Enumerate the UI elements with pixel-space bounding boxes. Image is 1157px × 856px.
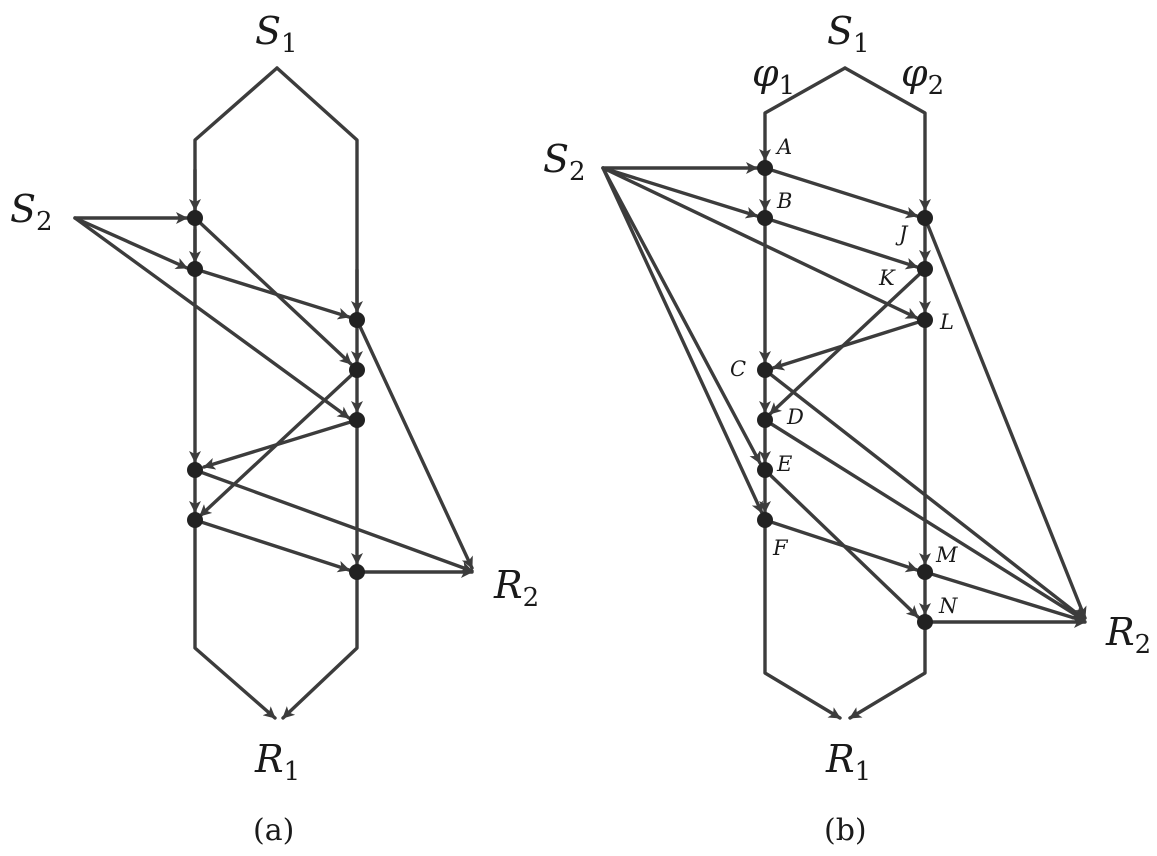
node-b-N	[917, 614, 933, 630]
node-b-C	[757, 362, 773, 378]
node-a-2	[187, 261, 203, 277]
edge-a-n7-n8	[193, 518, 351, 573]
label-b-E: E	[776, 452, 792, 476]
label-b-A: A	[775, 135, 792, 159]
node-b-M	[917, 564, 933, 580]
edge-b-L-C	[771, 318, 927, 371]
label-b-F: F	[772, 536, 789, 560]
edge-a-right-bottom	[281, 570, 359, 720]
node-a-1	[187, 210, 203, 226]
edge-a-left-bottom	[193, 520, 277, 720]
label-a-r2: R2	[493, 563, 539, 613]
edge-a-n5-n7	[198, 368, 359, 518]
node-b-L	[917, 312, 933, 328]
node-b-A	[757, 160, 773, 176]
label-b-phi2: φ2	[901, 51, 944, 101]
node-a-6	[349, 362, 365, 378]
edge-b-F-M	[763, 518, 919, 573]
node-b-K	[917, 261, 933, 277]
node-b-F	[757, 512, 773, 528]
panel-b: A B C D E F J K L M N S1 φ1 φ2 S2 R1 R2 …	[543, 9, 1151, 848]
edge-a-s2-n6	[73, 216, 351, 420]
panel-a: S1 S2 R1 R2 (a)	[10, 9, 539, 848]
edge-b-C-R2	[763, 368, 1086, 621]
node-b-D	[757, 412, 773, 428]
label-a-s1: S1	[255, 9, 298, 59]
edge-a-n3-r2	[193, 468, 474, 573]
caption-b: (b)	[824, 813, 867, 848]
edge-b-K-D	[768, 267, 927, 416]
edge-b-M-R2	[923, 570, 1086, 624]
edge-a-n6-n3	[202, 418, 359, 470]
label-b-N: N	[938, 594, 958, 618]
edge-b-N-R1	[848, 620, 927, 720]
label-b-r2: R2	[1105, 610, 1151, 660]
edge-b-s2-E	[601, 166, 762, 465]
edge-b-D-R2	[763, 418, 1086, 622]
label-b-C: C	[730, 357, 746, 381]
label-b-L: L	[939, 310, 954, 334]
label-a-s2: S2	[10, 187, 53, 237]
edge-b-B-K	[763, 216, 919, 270]
edge-b-s2-F	[601, 166, 764, 515]
edge-b-A-J	[763, 166, 919, 219]
edge-b-s1-right	[843, 66, 931, 212]
node-b-J	[917, 210, 933, 226]
edge-b-s2-L	[601, 166, 919, 320]
edge-b-s1-left	[759, 66, 847, 162]
node-a-8	[349, 564, 365, 580]
label-b-phi1: φ1	[752, 51, 795, 101]
node-a-3	[187, 462, 203, 478]
edge-a-s1-left	[193, 66, 279, 214]
label-b-s1: S1	[827, 9, 870, 59]
label-b-B: B	[776, 189, 792, 213]
label-a-r1: R1	[254, 737, 300, 787]
node-a-5	[349, 312, 365, 328]
edge-b-F-R1	[763, 520, 842, 720]
label-b-J: J	[895, 222, 909, 246]
node-b-B	[757, 210, 773, 226]
node-a-4	[187, 512, 203, 528]
edge-b-J-R2	[923, 216, 1087, 620]
label-b-r1: R1	[825, 737, 871, 787]
edge-a-n2-n4	[193, 267, 351, 320]
edge-a-n4-r2	[355, 318, 474, 570]
label-b-D: D	[786, 405, 804, 429]
node-a-7	[349, 412, 365, 428]
label-b-M: M	[935, 543, 958, 567]
label-b-K: K	[878, 266, 896, 290]
node-b-E	[757, 462, 773, 478]
edge-a-s2-n2	[73, 216, 189, 270]
label-b-s2: S2	[543, 137, 586, 187]
edge-a-n1-n5	[193, 216, 353, 366]
edge-a-s1-right	[275, 66, 359, 314]
edge-b-s2-B	[601, 166, 759, 219]
caption-a: (a)	[253, 813, 294, 848]
